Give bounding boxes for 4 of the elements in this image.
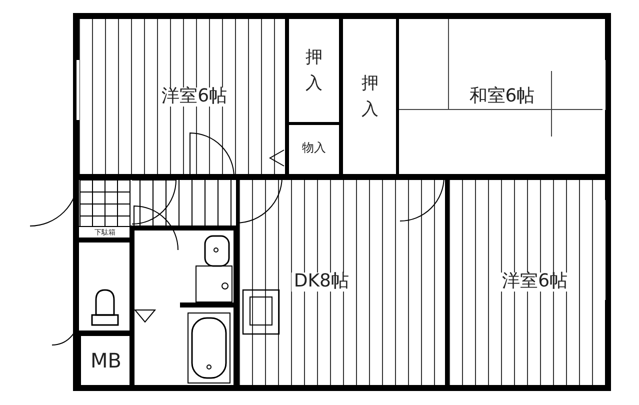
room-label: 物入 bbox=[300, 141, 328, 154]
room-label: 和室6帖 bbox=[467, 88, 537, 106]
room-label: 洋室6帖 bbox=[160, 88, 230, 106]
room-label: 洋室6帖 bbox=[500, 272, 570, 292]
